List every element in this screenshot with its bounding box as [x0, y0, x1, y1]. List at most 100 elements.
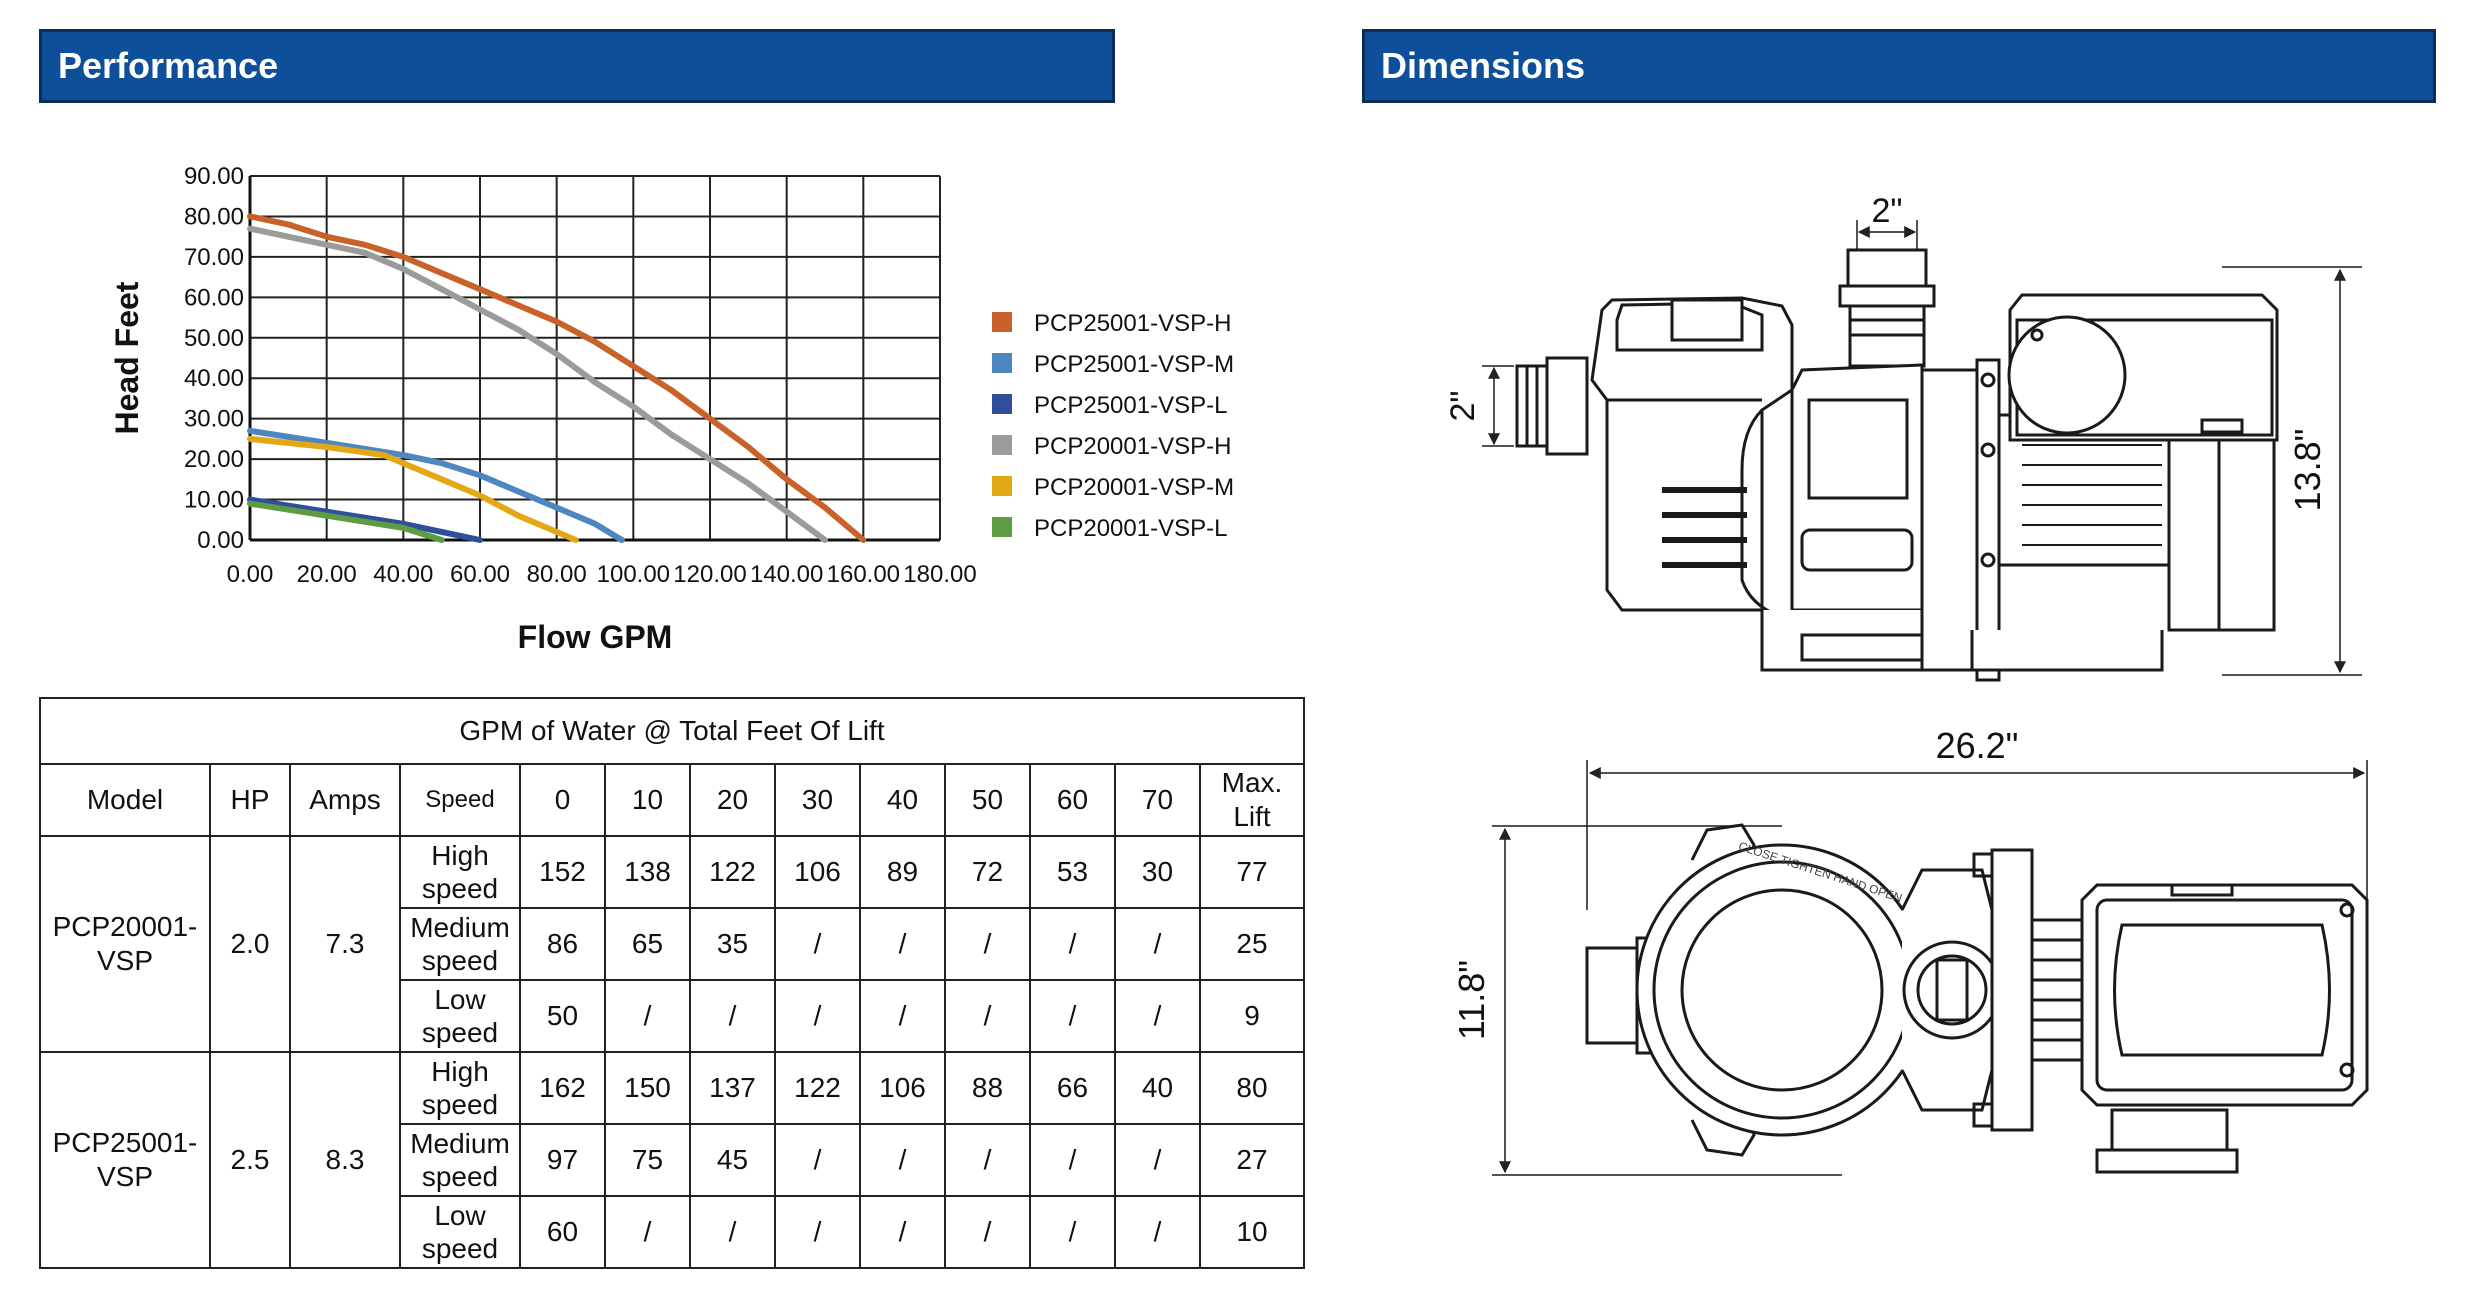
speed-cell: Low speed	[399, 1195, 521, 1269]
legend-label: PCP20001-VSP-L	[1034, 515, 1227, 542]
column-header: HP	[209, 763, 291, 837]
table-caption: GPM of Water @ Total Feet Of Lift	[39, 697, 1305, 765]
speed-cell: Medium speed	[399, 907, 521, 981]
value-cell: 60	[519, 1195, 606, 1269]
value-cell: /	[689, 1195, 776, 1269]
legend-swatch	[992, 476, 1012, 496]
value-cell: 45	[689, 1123, 776, 1197]
dimension-length: 26.2"	[1936, 725, 2019, 766]
performance-header: Performance	[39, 29, 1115, 103]
x-tick-label: 20.00	[297, 561, 357, 588]
value-cell: 122	[689, 835, 776, 909]
speed-cell: Medium speed	[399, 1123, 521, 1197]
value-cell: /	[774, 979, 861, 1053]
value-cell: 106	[859, 1051, 946, 1125]
speed-cell: High speed	[399, 835, 521, 909]
column-header: 10	[604, 763, 691, 837]
speed-cell: High speed	[399, 1051, 521, 1125]
series-line-pcp25001-vsp-h	[247, 213, 867, 543]
column-header: Max. Lift	[1199, 763, 1305, 837]
x-tick-label: 60.00	[450, 561, 510, 588]
hp-cell: 2.0	[209, 835, 291, 1053]
legend-swatch	[992, 394, 1012, 414]
value-cell: 65	[604, 907, 691, 981]
value-cell: 97	[519, 1123, 606, 1197]
value-cell: /	[1029, 907, 1116, 981]
column-header: 70	[1114, 763, 1201, 837]
value-cell: 27	[1199, 1123, 1305, 1197]
series-line-pcp20001-vsp-h	[247, 225, 828, 543]
value-cell: 88	[944, 1051, 1031, 1125]
column-header: 50	[944, 763, 1031, 837]
value-cell: /	[774, 1195, 861, 1269]
y-axis-label: Head Feet	[109, 281, 145, 434]
value-cell: 53	[1029, 835, 1116, 909]
value-cell: 50	[519, 979, 606, 1053]
y-tick-label: 30.00	[184, 406, 244, 433]
legend-label: PCP25001-VSP-M	[1034, 351, 1234, 378]
model-cell: PCP20001-VSP	[39, 835, 211, 1053]
dimension-port-top: 2"	[1872, 192, 1903, 230]
dimensions-drawing: 2" 2" 13.8" CLOSE TIGHTEN HAND OPEN	[1362, 110, 2452, 1300]
column-header: 0	[519, 763, 606, 837]
value-cell: /	[1114, 907, 1201, 981]
value-cell: /	[859, 1123, 946, 1197]
model-cell: PCP25001-VSP	[39, 1051, 211, 1269]
value-cell: /	[944, 979, 1031, 1053]
value-cell: 162	[519, 1051, 606, 1125]
x-tick-label: 160.00	[827, 561, 900, 588]
hp-cell: 2.5	[209, 1051, 291, 1269]
value-cell: 77	[1199, 835, 1305, 909]
y-tick-label: 20.00	[184, 446, 244, 473]
y-tick-label: 80.00	[184, 203, 244, 230]
speed-cell: Low speed	[399, 979, 521, 1053]
legend-label: PCP25001-VSP-H	[1034, 310, 1231, 337]
value-cell: /	[859, 979, 946, 1053]
value-cell: /	[774, 907, 861, 981]
legend-label: PCP25001-VSP-L	[1034, 392, 1227, 419]
column-header: 40	[859, 763, 946, 837]
value-cell: 75	[604, 1123, 691, 1197]
value-cell: 89	[859, 835, 946, 909]
legend-swatch	[992, 312, 1012, 332]
value-cell: 30	[1114, 835, 1201, 909]
value-cell: 150	[604, 1051, 691, 1125]
value-cell: /	[1114, 1195, 1201, 1269]
value-cell: /	[774, 1123, 861, 1197]
value-cell: 25	[1199, 907, 1305, 981]
dimensions-svg: 2" 2" 13.8" CLOSE TIGHTEN HAND OPEN	[1444, 192, 2369, 1176]
x-tick-label: 100.00	[597, 561, 670, 588]
value-cell: 152	[519, 835, 606, 909]
column-header: Speed	[399, 763, 521, 837]
column-header: 30	[774, 763, 861, 837]
x-tick-label: 40.00	[373, 561, 433, 588]
dimension-height: 13.8"	[2287, 429, 2328, 512]
value-cell: 35	[689, 907, 776, 981]
value-cell: 80	[1199, 1051, 1305, 1125]
series-line-pcp20001-vsp-l	[247, 500, 445, 543]
value-cell: 122	[774, 1051, 861, 1125]
x-tick-label: 120.00	[673, 561, 746, 588]
value-cell: /	[1114, 1123, 1201, 1197]
dimension-port-side: 2"	[1444, 391, 1482, 422]
y-tick-label: 50.00	[184, 325, 244, 352]
column-header: Model	[39, 763, 211, 837]
amps-cell: 8.3	[289, 1051, 401, 1269]
series-line-pcp25001-vsp-m	[247, 427, 625, 543]
value-cell: 106	[774, 835, 861, 909]
top-view: CLOSE TIGHTEN HAND OPEN	[1492, 760, 2369, 1176]
value-cell: /	[1029, 1195, 1116, 1269]
x-axis-label: Flow GPM	[518, 619, 673, 655]
value-cell: 137	[689, 1051, 776, 1125]
value-cell: 86	[519, 907, 606, 981]
side-view	[1482, 220, 2362, 682]
y-tick-label: 10.00	[184, 487, 244, 514]
y-tick-label: 90.00	[184, 163, 244, 190]
